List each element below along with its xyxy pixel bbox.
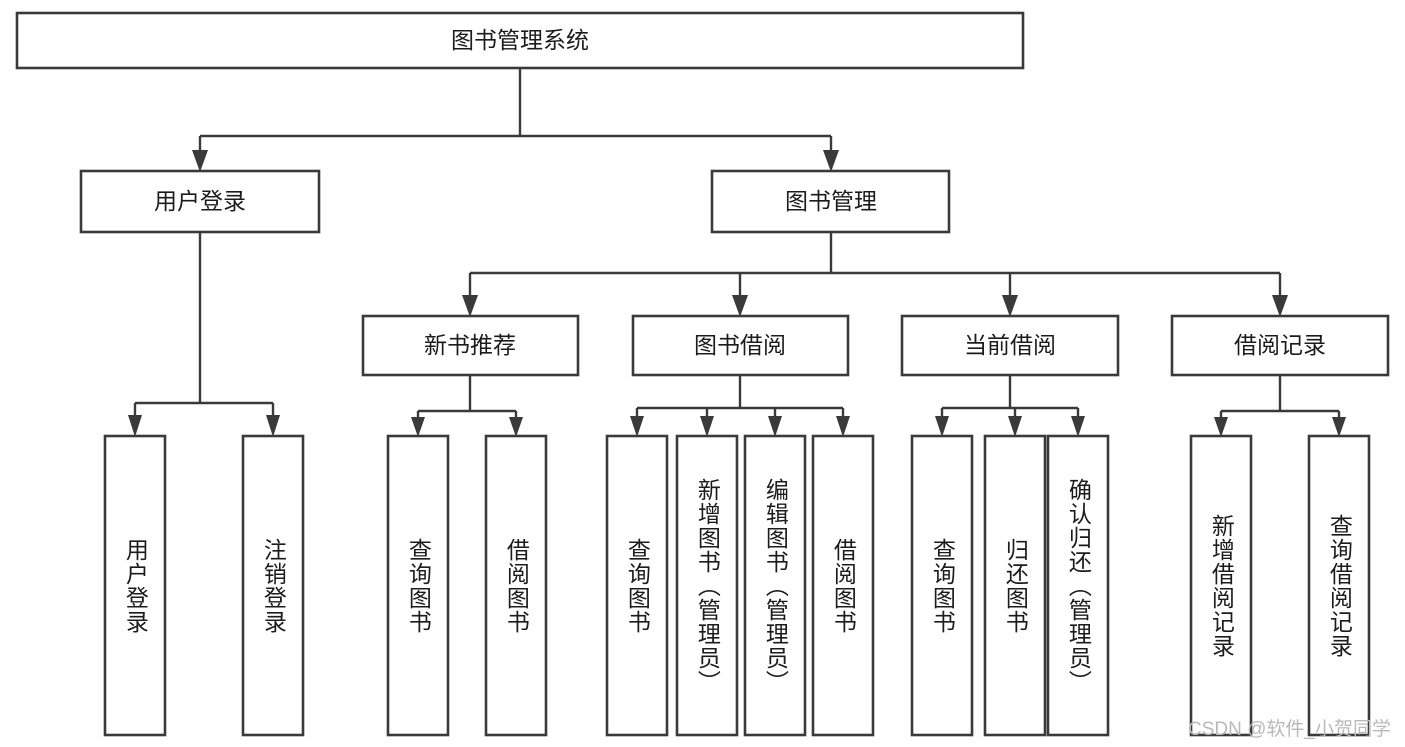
node-leaf-add-book-box[interactable] <box>675 434 739 737</box>
node-current-borrow-box[interactable] <box>900 314 1120 377</box>
node-leaf-query-book-current-box[interactable] <box>910 434 974 737</box>
node-leaf-user-login-box[interactable] <box>103 434 167 737</box>
node-new-book-rec-box[interactable] <box>361 314 580 377</box>
node-leaf-borrow-book-box[interactable] <box>811 434 875 737</box>
node-leaf-query-book-rec-box[interactable] <box>386 434 450 737</box>
arrow-head-user-login <box>192 150 208 172</box>
node-user-login-label: 用户登录 <box>154 188 246 214</box>
arrow-head-leaf-user-logout <box>266 415 280 437</box>
arrow-head-leaf-query-book-current <box>935 416 949 437</box>
node-leaf-add-record-box[interactable] <box>1189 434 1253 737</box>
connector-group-book-manage <box>462 232 1288 317</box>
arrow-head-leaf-borrow-book <box>836 416 850 437</box>
node-book-manage[interactable]: 图书管理 <box>710 169 951 234</box>
arrow-head-book-borrow <box>732 295 748 317</box>
arrow-head-current-borrow <box>1002 295 1018 317</box>
node-root-label: 图书管理系统 <box>451 27 589 53</box>
connector-group-user-login <box>128 232 280 437</box>
node-leaf-query-book-borrow-box[interactable] <box>605 434 669 737</box>
connector-group-borrow-record <box>1214 375 1346 437</box>
node-book-borrow-label: 图书借阅 <box>694 332 786 358</box>
connector-group-new-book-rec <box>411 375 523 437</box>
csdn-watermark: CSDN @软件_小贺同学 <box>1188 719 1391 740</box>
node-new-book-rec-label: 新书推荐 <box>424 332 516 358</box>
node-borrow-record-box[interactable] <box>1170 314 1390 377</box>
node-leaf-user-logout-box[interactable] <box>241 434 305 737</box>
node-book-borrow-box[interactable] <box>631 314 850 377</box>
node-current-borrow[interactable]: 当前借阅 <box>900 314 1120 377</box>
arrow-head-leaf-borrow-book-rec <box>509 417 523 437</box>
arrow-head-leaf-confirm-return <box>1071 416 1085 437</box>
arrow-head-leaf-query-book-rec <box>411 417 425 437</box>
node-user-login[interactable]: 用户登录 <box>79 169 321 234</box>
arrow-head-leaf-return-book <box>1008 416 1022 437</box>
node-borrow-record-label: 借阅记录 <box>1234 332 1326 358</box>
node-leaf-edit-book-box[interactable] <box>743 434 807 737</box>
node-root-box[interactable] <box>15 11 1025 70</box>
node-leaf-return-book-box[interactable] <box>983 434 1047 737</box>
arrow-head-leaf-query-record <box>1332 417 1346 437</box>
arrow-head-leaf-add-record <box>1214 417 1228 437</box>
node-book-manage-box[interactable] <box>710 169 951 234</box>
arrow-head-leaf-user-login <box>128 415 142 437</box>
arrow-head-borrow-record <box>1272 295 1288 317</box>
node-leaf-borrow-book-rec-box[interactable] <box>484 434 548 737</box>
node-root[interactable]: 图书管理系统 <box>15 11 1025 70</box>
arrow-head-leaf-add-book <box>700 416 714 437</box>
leaf-box-group <box>103 434 1371 737</box>
node-leaf-confirm-return-box[interactable] <box>1046 434 1110 737</box>
arrow-head-new-book-rec <box>462 295 478 317</box>
node-user-login-box[interactable] <box>79 169 321 234</box>
connector-group-current-borrow <box>935 375 1085 437</box>
node-leaf-query-record-box[interactable] <box>1307 434 1371 737</box>
node-book-manage-label: 图书管理 <box>785 188 877 214</box>
node-borrow-record[interactable]: 借阅记录 <box>1170 314 1390 377</box>
connector-group-root <box>192 68 839 172</box>
arrow-head-book-manage <box>823 150 839 172</box>
arrow-head-leaf-edit-book <box>768 416 782 437</box>
node-new-book-rec[interactable]: 新书推荐 <box>361 314 580 377</box>
node-book-borrow[interactable]: 图书借阅 <box>631 314 850 377</box>
node-current-borrow-label: 当前借阅 <box>964 332 1056 358</box>
connector-group-book-borrow <box>630 375 850 437</box>
arrow-head-leaf-query-book-borrow <box>630 416 644 437</box>
